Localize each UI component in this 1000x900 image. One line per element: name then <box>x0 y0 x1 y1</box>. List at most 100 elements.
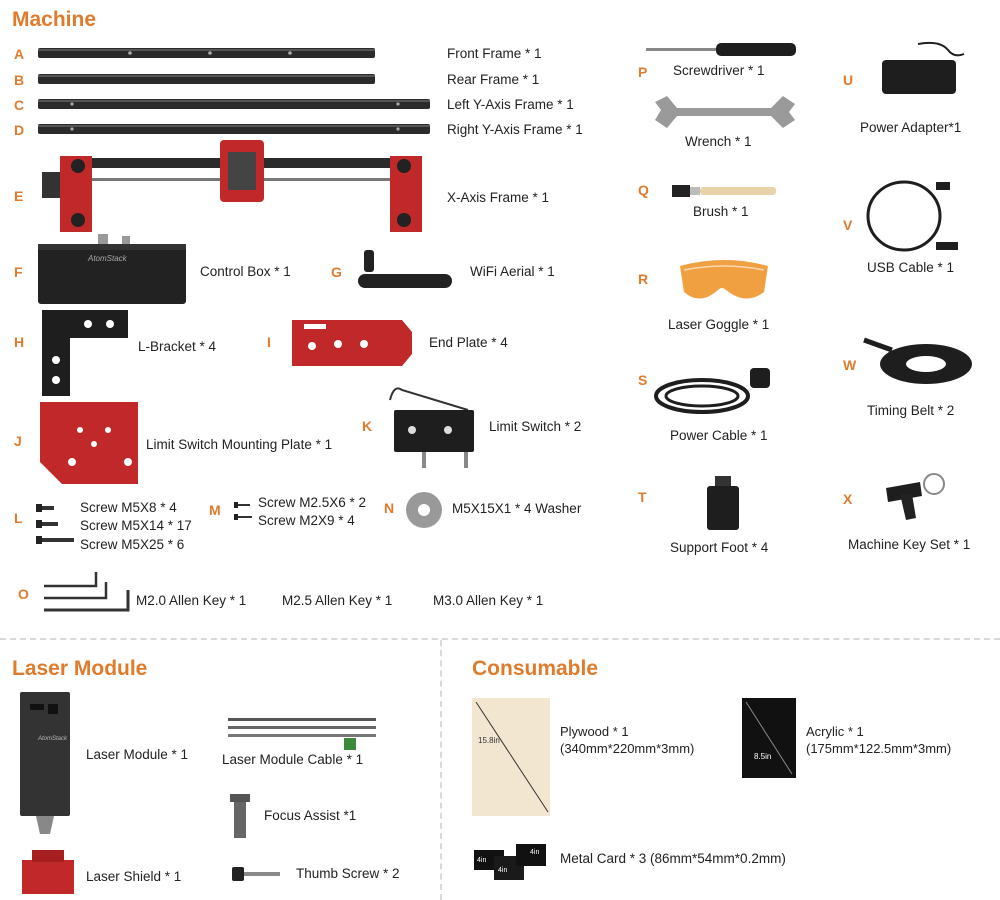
screw-m5x14-label: Screw M5X14 * 17 <box>80 518 192 533</box>
item-letter-t: T <box>638 489 647 505</box>
acrylic-size-mark: 8.5in <box>754 752 772 761</box>
item-letter-c: C <box>14 97 25 113</box>
metal-card-mark-2: 4in <box>498 867 508 874</box>
laser-module-image <box>20 692 70 834</box>
item-letter-h: H <box>14 334 25 350</box>
item-letter-n: N <box>384 500 395 516</box>
timing-belt-image <box>863 337 972 384</box>
laser-module-cable-label: Laser Module Cable * 1 <box>222 752 364 767</box>
laser-module-cable-image <box>228 718 376 750</box>
control-box-label: Control Box * 1 <box>200 264 291 279</box>
brush-label: Brush * 1 <box>693 204 749 219</box>
wrench-label: Wrench * 1 <box>685 134 752 149</box>
x-axis-frame-image <box>42 140 422 232</box>
wifi-aerial-image <box>358 250 452 288</box>
metal-card-image <box>474 844 546 880</box>
screwdriver-label: Screwdriver * 1 <box>673 63 765 78</box>
rear-frame-label: Rear Frame * 1 <box>447 72 540 87</box>
power-adapter-image <box>882 41 965 94</box>
left-y-axis-frame-label: Left Y-Axis Frame * 1 <box>447 97 574 112</box>
plywood-size: (340mm*220mm*3mm) <box>560 741 695 756</box>
item-letter-b: B <box>14 72 25 88</box>
section-title-machine: Machine <box>12 8 97 31</box>
item-letter-v: V <box>843 217 853 233</box>
laser-shield-label: Laser Shield * 1 <box>86 869 182 884</box>
acrylic-label: Acrylic * 1 <box>806 724 864 739</box>
limit-switch-label: Limit Switch * 2 <box>489 419 582 434</box>
control-box-brand: AtomStack <box>88 254 127 263</box>
item-letter-w: W <box>843 357 857 373</box>
thumb-screw-image <box>232 867 280 881</box>
front-frame-image <box>38 48 375 58</box>
power-adapter-label: Power Adapter*1 <box>860 120 962 135</box>
support-foot-label: Support Foot * 4 <box>670 540 769 555</box>
plywood-size-mark: 15.8in <box>478 736 500 745</box>
item-letter-p: P <box>638 64 648 80</box>
metal-card-mark-1: 4in <box>477 857 487 864</box>
section-title-consumable: Consumable <box>472 657 599 680</box>
item-letter-q: Q <box>638 182 649 198</box>
focus-assist-image <box>230 794 250 838</box>
power-cable-image <box>654 368 770 414</box>
machine-key-set-label: Machine Key Set * 1 <box>848 537 971 552</box>
washer-image <box>406 492 442 528</box>
section-divider <box>0 638 1000 640</box>
washer-label: M5X15X1 * 4 Washer <box>452 501 582 516</box>
limit-switch-mounting-plate-label: Limit Switch Mounting Plate * 1 <box>146 437 333 452</box>
screws-small-image <box>234 502 252 520</box>
acrylic-size: (175mm*122.5mm*3mm) <box>806 741 952 756</box>
laser-module-label: Laser Module * 1 <box>86 747 189 762</box>
laser-goggle-image <box>680 260 768 299</box>
allen-key-m2-0-label: M2.0 Allen Key * 1 <box>136 593 247 608</box>
item-letter-k: K <box>362 418 373 434</box>
laser-shield-image <box>22 850 74 894</box>
usb-cable-label: USB Cable * 1 <box>867 260 955 275</box>
power-cable-label: Power Cable * 1 <box>670 428 768 443</box>
plywood-label: Plywood * 1 <box>560 724 629 739</box>
item-letter-j: J <box>14 433 22 449</box>
laser-goggle-label: Laser Goggle * 1 <box>668 317 770 332</box>
screwdriver-image <box>646 43 796 56</box>
right-y-axis-frame-image <box>38 124 430 134</box>
screws-m5-image <box>36 504 74 544</box>
item-letter-l: L <box>14 510 23 526</box>
thumb-screw-label: Thumb Screw * 2 <box>296 866 400 881</box>
timing-belt-label: Timing Belt * 2 <box>867 403 955 418</box>
screw-m5x25-label: Screw M5X25 * 6 <box>80 537 185 552</box>
item-letter-i: I <box>267 334 271 350</box>
support-foot-image <box>707 476 739 530</box>
metal-card-mark-3: 4in <box>530 849 540 856</box>
item-letter-r: R <box>638 271 649 287</box>
allen-keys-image <box>44 572 130 612</box>
l-bracket-label: L-Bracket * 4 <box>138 339 217 354</box>
limit-switch-mounting-plate-image <box>40 402 138 484</box>
section-title-laser-module: Laser Module <box>12 657 148 680</box>
allen-key-m3-0-label: M3.0 Allen Key * 1 <box>433 593 544 608</box>
item-letter-g: G <box>331 264 342 280</box>
metal-card-label: Metal Card * 3 (86mm*54mm*0.2mm) <box>560 851 786 866</box>
end-plate-image <box>292 320 412 366</box>
front-frame-label: Front Frame * 1 <box>447 46 542 61</box>
item-letter-d: D <box>14 122 25 138</box>
column-divider <box>440 640 442 900</box>
item-letter-s: S <box>638 372 648 388</box>
machine-key-set-image <box>886 473 945 520</box>
item-letter-a: A <box>14 46 25 62</box>
laser-module-brand: AtomStack <box>38 736 68 742</box>
allen-key-m2-5-label: M2.5 Allen Key * 1 <box>282 593 393 608</box>
limit-switch-image <box>389 387 474 468</box>
wrench-image <box>655 96 795 128</box>
end-plate-label: End Plate * 4 <box>429 335 508 350</box>
right-y-axis-frame-label: Right Y-Axis Frame * 1 <box>447 122 583 137</box>
l-bracket-image <box>42 310 128 396</box>
x-axis-frame-label: X-Axis Frame * 1 <box>447 190 550 205</box>
item-letter-o: O <box>18 586 29 602</box>
left-y-axis-frame-image <box>38 99 430 109</box>
item-letter-m: M <box>209 502 221 518</box>
screw-m5x8-label: Screw M5X8 * 4 <box>80 500 177 515</box>
brush-image <box>672 185 776 197</box>
acrylic-image <box>742 698 796 778</box>
item-letter-x: X <box>843 491 853 507</box>
item-letter-e: E <box>14 188 24 204</box>
item-letter-u: U <box>843 72 854 88</box>
